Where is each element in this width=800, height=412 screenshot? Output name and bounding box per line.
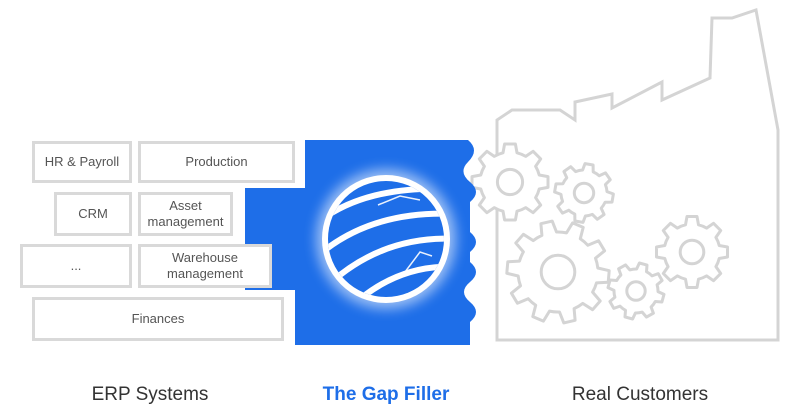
caption-real-customers: Real Customers <box>571 384 709 405</box>
caption-gap-filler: The Gap Filler <box>322 384 450 405</box>
gear-hub <box>572 181 596 205</box>
gear-hub <box>539 253 577 291</box>
erp-box-ellipsis: ... <box>20 244 132 288</box>
erp-box-finances: Finances <box>32 297 284 341</box>
erp-box-asset-management: Asset management <box>138 192 233 236</box>
gears-group <box>470 142 729 325</box>
erp-box-warehouse-management: Warehouse management <box>138 244 272 288</box>
erp-box-production: Production <box>138 141 295 183</box>
gear-hub <box>678 238 706 266</box>
caption-erp-systems: ERP Systems <box>91 384 209 405</box>
gear-hub <box>625 280 647 302</box>
erp-box-crm: CRM <box>54 192 132 236</box>
erp-box-hr-payroll: HR & Payroll <box>32 141 132 183</box>
gear-hub <box>495 167 525 197</box>
